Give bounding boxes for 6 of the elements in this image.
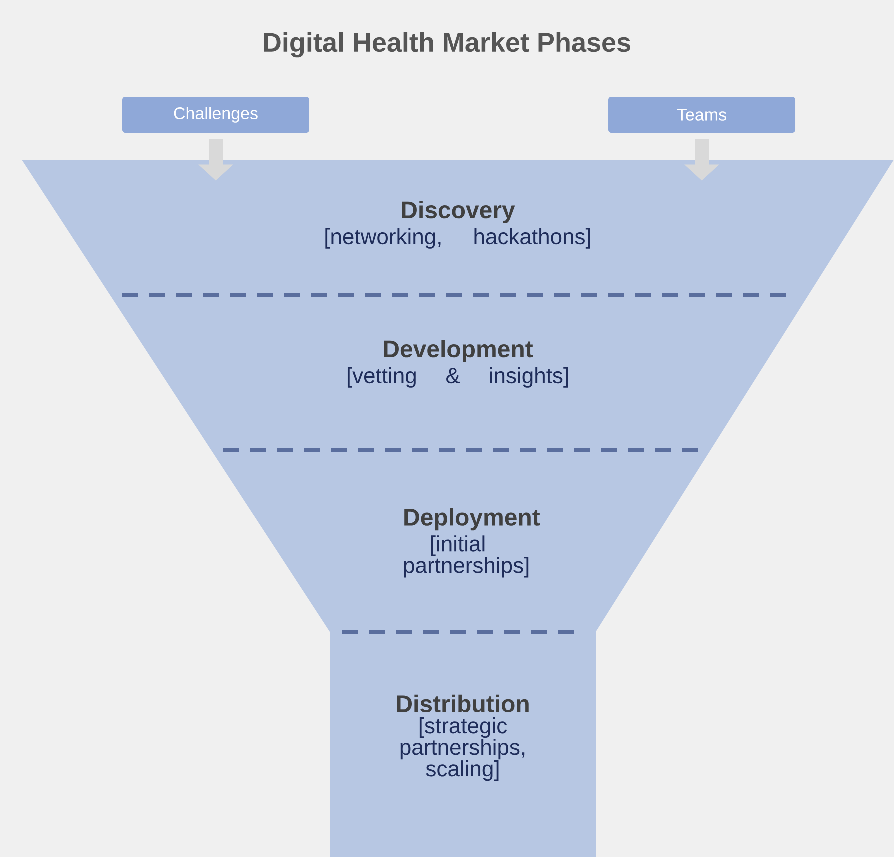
funnel-band: Development [vetting & insights] [110,295,809,450]
funnel-band: Distribution [strategic partnerships, scaling] [330,632,596,857]
label-box: Challenges [122,97,310,133]
funnel-band: Deployment [initial partnerships] [211,450,711,632]
label-box: Teams [608,97,796,133]
title: Digital Health Market Phases [264,32,630,58]
